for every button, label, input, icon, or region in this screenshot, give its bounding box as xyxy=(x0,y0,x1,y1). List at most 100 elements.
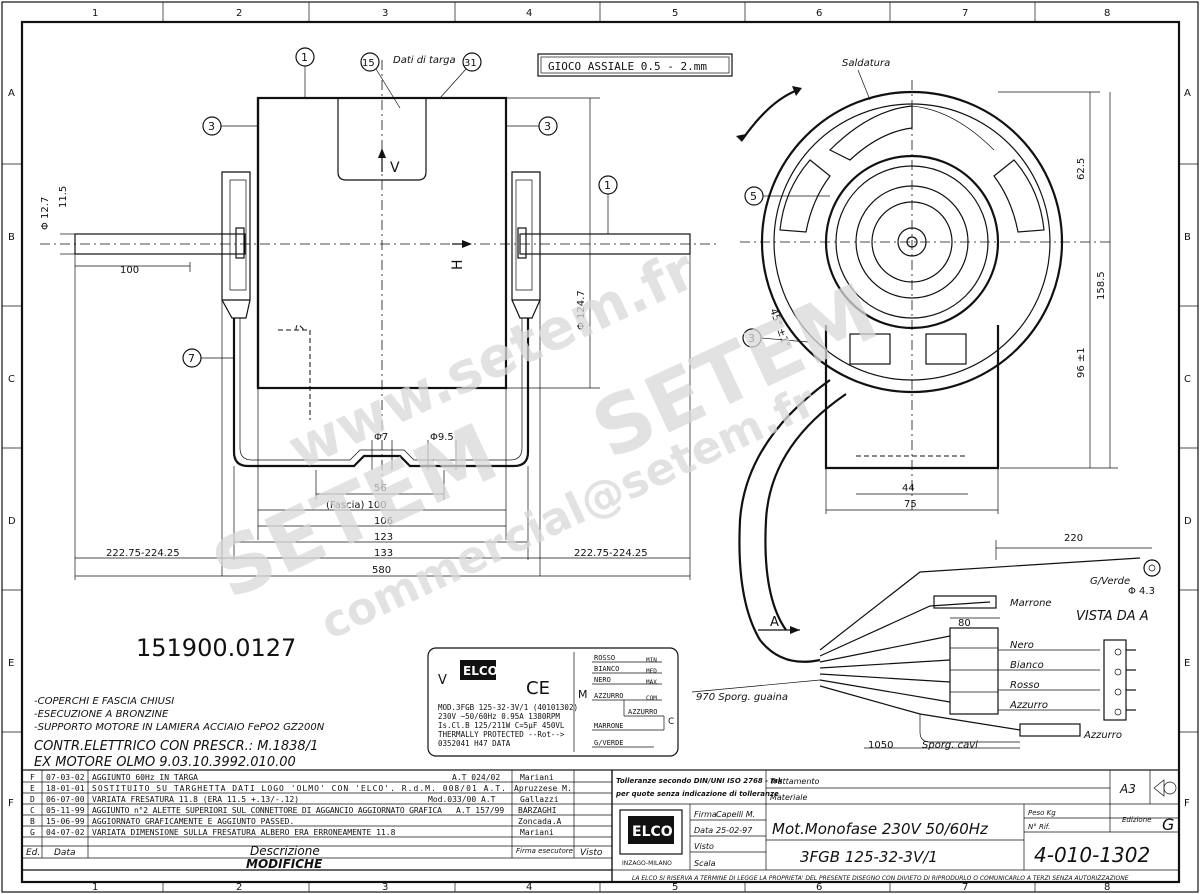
rev-e-data: 18-01-01 xyxy=(46,784,85,793)
dim-56: 56 xyxy=(374,483,387,494)
grid-col-7: 7 xyxy=(962,8,968,19)
title-logo: ELCO xyxy=(632,824,673,840)
callout-1: 1 xyxy=(604,179,611,192)
title-block: Tolleranze secondo DIN/UNI ISO 2768 - mk… xyxy=(611,769,1180,883)
dim-flat: 11.5 xyxy=(58,186,69,208)
wiring-azzurro-cap: AZZURRO xyxy=(628,708,658,716)
grid-col-8: 8 xyxy=(1104,8,1110,19)
wire-rosso: Rosso xyxy=(1010,680,1040,691)
wiring-com: COM xyxy=(646,695,657,702)
nameplate-logo: ELCO xyxy=(463,664,498,678)
tolleranze-text-2: per quote senza indicazione di tolleranz… xyxy=(615,790,779,798)
rev-header-firma: Firma esecutore xyxy=(516,847,573,855)
grid-col-7-bottom: 7 xyxy=(962,882,968,893)
dim-106: 106 xyxy=(374,516,393,527)
rev-d-ed: D xyxy=(30,795,35,804)
dim-shaft-left: 222.75-224.25 xyxy=(106,548,180,559)
grid-col-5-bottom: 5 xyxy=(672,882,678,893)
grid-row-f-right: F xyxy=(1184,798,1190,809)
dim-fascia-100: (Fascia) 100 xyxy=(326,500,387,511)
rev-d-descr: VARIATA FRESATURA 11.8 (ERA 11.5 +.13/-.… xyxy=(92,795,299,804)
grid-row-c: C xyxy=(8,374,15,385)
grid-col-2-bottom: 2 xyxy=(236,882,242,893)
edizione-label: Edizione xyxy=(1122,816,1151,824)
data-label: Data xyxy=(694,826,713,835)
grid-row-d-right: D xyxy=(1184,516,1192,527)
callout-3-left: 3 xyxy=(208,120,215,133)
grid-col-8-bottom: 8 xyxy=(1104,882,1110,893)
tolleranze-text: Tolleranze secondo DIN/UNI ISO 2768 - mk xyxy=(616,777,784,785)
format-a3: A3 xyxy=(1119,782,1136,796)
rev-header-visto: Visto xyxy=(580,848,603,858)
rev-g-descr: VARIATA DIMENSIONE SULLA FRESATURA ALBER… xyxy=(92,828,396,837)
title-logo-sub: INZAGO-MILANO xyxy=(622,860,672,867)
revisions-table: F 07-03-02 AGGIUNTO 60Hz IN TARGA A.T 02… xyxy=(21,769,613,883)
grid-row-c-right: C xyxy=(1184,374,1191,385)
wiring-med: MED xyxy=(646,668,657,675)
dim-80: 80 xyxy=(958,618,971,629)
rev-c-data: 05-11-99 xyxy=(46,806,85,815)
wire-azzurro: Azzurro xyxy=(1009,700,1048,711)
rev-b-firma: Zoncada.A xyxy=(518,817,562,826)
grid-row-e: E xyxy=(8,658,14,669)
dim-hole-95: Φ9.5 xyxy=(430,432,454,443)
trattamento-label: Trattamento xyxy=(770,777,820,786)
note-3: -SUPPORTO MOTORE IN LAMIERA ACCIAIO FePO… xyxy=(34,722,325,733)
ex-motore: EX MOTORE OLMO 9.03.10.3992.010.00 xyxy=(34,755,296,770)
lower-left-notes: 151900.0127 -COPERCHI E FASCIA CHIUSI -E… xyxy=(34,634,325,770)
callout-6: 5 xyxy=(750,190,757,203)
dati-di-targa-label: Dati di targa xyxy=(393,55,456,66)
part-number: 151900.0127 xyxy=(136,634,296,662)
wiring-marrone: MARRONE xyxy=(594,722,624,730)
rev-e-ed: E xyxy=(30,784,35,793)
peso-label: Peso Kg xyxy=(1028,809,1056,817)
rev-e-firma: Apruzzese M. xyxy=(514,784,572,793)
callout-3-right: 3 xyxy=(544,120,551,133)
dim-75: 75 xyxy=(904,499,917,510)
wire-gverde: G/Verde xyxy=(1090,576,1130,587)
wiring-azzurro-com: AZZURRO xyxy=(594,692,624,700)
rev-c-firma: BARZAGHI xyxy=(518,806,557,815)
rev-f-ref: A.T 024/02 xyxy=(452,773,500,782)
projection-cone-icon xyxy=(1153,779,1165,797)
front-view: Saldatura 5 3 45° ±1° 62.5 158.5 96 ±1 4… xyxy=(691,58,1161,751)
rev-c-ref: A.T 157/99 xyxy=(456,806,504,815)
rev-g-ed: G xyxy=(30,828,35,837)
grid-col-6-bottom: 6 xyxy=(816,882,822,893)
title-line-1: Mot.Monofase 230V 50/60Hz xyxy=(772,820,989,838)
dim-hole-7: Φ7 xyxy=(374,432,388,443)
nameplate-ce: CE xyxy=(526,678,550,699)
symbol-v: V xyxy=(390,160,400,176)
nameplate-line-1: MOD.3FGB 125-32-3V/1 (40101302) xyxy=(438,703,578,712)
dim-shaft-right: 222.75-224.25 xyxy=(574,548,648,559)
nameplate-line-5: 0352041 H47 DATA xyxy=(438,739,511,748)
rev-g-firma: Mariani xyxy=(520,828,554,837)
firma-label: Firma xyxy=(694,810,717,819)
edizione-value: G xyxy=(1162,815,1174,834)
view-a-label: VISTA DA A xyxy=(1076,609,1149,624)
visto-label: Visto xyxy=(694,842,714,851)
nameplate-line-2: 230V ~50/60Hz 0.95A 1380RPM xyxy=(438,712,560,721)
nameplate-line-4: THERMALLY PROTECTED --Rot--> xyxy=(438,730,565,739)
wire-nero: Nero xyxy=(1010,640,1034,651)
scala-label: Scala xyxy=(694,859,716,868)
symbol-a: A xyxy=(770,615,779,630)
callout-31: 31 xyxy=(464,58,477,69)
dim-shaft-diameter: Φ 12.7 xyxy=(40,197,51,230)
rev-b-descr: AGGIORNATO GRAFICAMENTE E AGGIUNTO PASSE… xyxy=(92,817,294,826)
dim-1050: 1050 xyxy=(868,740,893,751)
grid-col-3: 3 xyxy=(382,8,388,19)
wiring-gverde: G/VERDE xyxy=(594,739,624,747)
grid-col-4-bottom: 4 xyxy=(526,882,532,893)
grid-row-a-right: A xyxy=(1184,88,1191,99)
wiring-min: MIN xyxy=(646,657,657,664)
rev-d-firma: Gallazzi xyxy=(520,795,559,804)
grid-col-5: 5 xyxy=(672,8,678,19)
grid-col-6: 6 xyxy=(816,8,822,19)
title-line-2: 3FGB 125-32-3V/1 xyxy=(800,848,938,866)
grid-col-3-bottom: 3 xyxy=(382,882,388,893)
nameplate-m: M xyxy=(578,688,588,701)
dim-580: 580 xyxy=(372,565,391,576)
rev-b-data: 15-06-99 xyxy=(46,817,85,826)
